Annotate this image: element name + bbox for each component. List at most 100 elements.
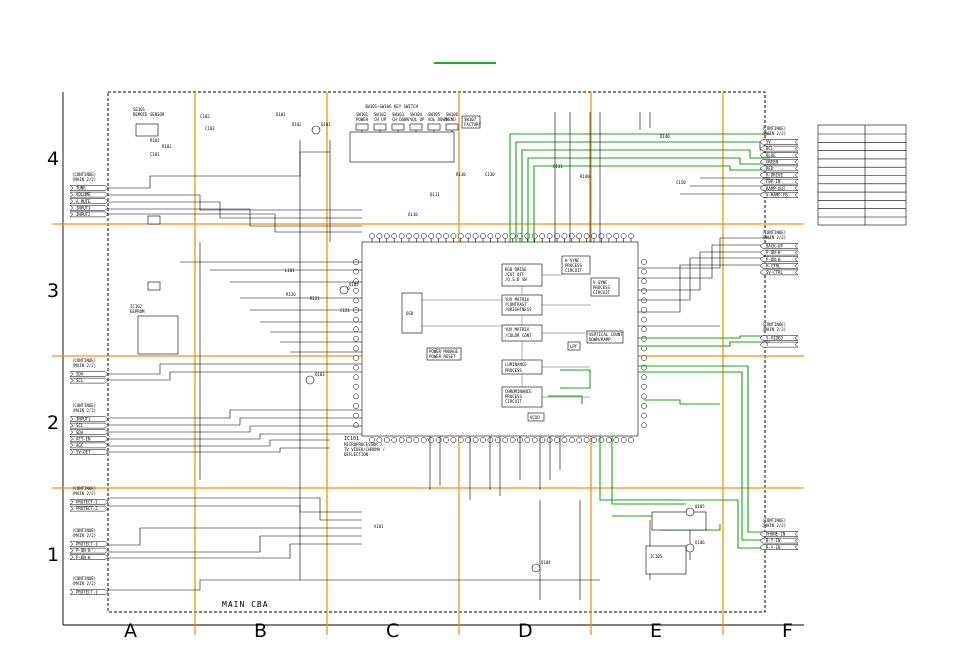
ic-pin-top bbox=[465, 233, 472, 239]
ic-pin-top bbox=[376, 233, 383, 239]
legend-table bbox=[817, 124, 907, 226]
component-label: C103 bbox=[205, 126, 215, 131]
switch-label: CH DOWN bbox=[392, 117, 409, 122]
connector-header: (MAIN 2/2) bbox=[72, 408, 96, 413]
connector-header: (MAIN 2/2) bbox=[72, 581, 96, 586]
ic-pin-top bbox=[413, 233, 420, 239]
switch-symbol bbox=[409, 123, 423, 131]
ic-pin-bottom bbox=[472, 437, 479, 443]
ic-pin-top bbox=[472, 233, 479, 239]
connector-header: (CONTINUE) bbox=[72, 576, 96, 581]
ic-pin-bottom bbox=[620, 437, 627, 443]
connector-header: (CONTINUE) bbox=[72, 172, 96, 177]
ic-pin-bottom bbox=[443, 437, 449, 443]
connector-pin-shape bbox=[759, 185, 799, 191]
col-label-d: D bbox=[518, 620, 533, 642]
ic-ref-3: IC105 bbox=[650, 554, 663, 559]
connector-pin-shape bbox=[69, 442, 109, 449]
connector-pin-label: H-CTRL bbox=[766, 263, 781, 268]
block-lum-1: LUMINANCE bbox=[505, 362, 527, 367]
connector-pin-label: GREEN bbox=[766, 159, 779, 164]
connector-pin-shape bbox=[759, 256, 799, 262]
ic-pin-right bbox=[641, 393, 647, 400]
component-label: D102 bbox=[292, 122, 302, 127]
connector-pin-shape bbox=[759, 243, 799, 249]
connector-pin-shape bbox=[759, 249, 799, 256]
ic-pin-bottom bbox=[369, 437, 375, 443]
ic-pin-bottom bbox=[391, 437, 398, 443]
connector-pin-shape bbox=[69, 449, 109, 455]
ic-pin-bottom bbox=[502, 437, 509, 443]
transistor-ref: Q102 bbox=[349, 282, 359, 287]
connector-header: (MAIN 2/2) bbox=[762, 131, 786, 136]
block-chroma-3: CIRCUIT bbox=[505, 399, 522, 404]
ic-pin-top bbox=[457, 233, 464, 239]
connector-pin-label: TUNE bbox=[76, 186, 86, 191]
switch-symbol bbox=[355, 123, 369, 131]
block-power-2: POWER RESET bbox=[429, 354, 456, 359]
connector-pin-shape bbox=[69, 191, 109, 198]
row-labels: 4 3 2 1 bbox=[47, 148, 59, 566]
col-label-a: A bbox=[124, 620, 137, 642]
connector-pin-shape bbox=[759, 145, 799, 152]
ic-pin-top bbox=[494, 233, 501, 239]
connector-pin-label: BCL bbox=[766, 146, 774, 151]
connector-pin-label: A MUTE bbox=[76, 199, 91, 204]
connector-pin-label: AGC bbox=[76, 443, 84, 448]
ic-pin-top bbox=[406, 233, 412, 239]
connector-pin-shape bbox=[69, 589, 109, 595]
ic-pin-top bbox=[391, 233, 398, 239]
ic-pin-left bbox=[353, 393, 359, 400]
components: IC102 EEPROM SE101 REMOTE SENSOR X101 IC… bbox=[130, 107, 707, 575]
ic-pin-bottom bbox=[398, 437, 405, 443]
ic-pin-top bbox=[598, 233, 605, 239]
ic-pin-bottom bbox=[435, 437, 442, 443]
block-chroma-1: CHROMINANCE bbox=[505, 389, 532, 394]
connector-pin-label: VOLUME bbox=[76, 192, 91, 197]
ic-name: MICROPROCESSOR / bbox=[344, 442, 383, 447]
component-label: R102 bbox=[162, 144, 172, 149]
connector-pin-label: PROTECT-1 bbox=[76, 542, 98, 547]
ic-blocks: RGB DRIVE /CUT OFF /O.S.D SW YUV MATRIX … bbox=[401, 255, 623, 422]
ic-pin-top bbox=[398, 233, 405, 239]
col-label-b: B bbox=[254, 620, 267, 642]
connector-pin-label: BACK-UP bbox=[766, 244, 783, 249]
connector-pin-shape bbox=[759, 263, 799, 269]
block-rgb-1: RGB DRIVE bbox=[505, 267, 527, 272]
eeprom-ref: IC102 bbox=[130, 304, 143, 309]
switch-symbol bbox=[391, 123, 405, 131]
ic-pin-bottom bbox=[420, 437, 427, 443]
connector-header: (CONTINUE) bbox=[762, 126, 786, 131]
connector-pin-shape bbox=[69, 429, 109, 435]
component-label: R121 bbox=[310, 296, 320, 301]
ic-pin-bottom bbox=[376, 437, 383, 443]
ic-pin-right bbox=[641, 287, 647, 294]
connector-pin-shape bbox=[759, 165, 799, 172]
transistor-symbol bbox=[339, 285, 349, 295]
block-hsync-3: CIRCUIT bbox=[565, 268, 582, 273]
ic-pin-right bbox=[641, 268, 647, 275]
connector-header: (CONTINUE) bbox=[762, 230, 786, 235]
connector-header: (MAIN 2/2) bbox=[762, 235, 786, 240]
ic-pin-bottom bbox=[576, 437, 583, 443]
block-vcxo: VCXO bbox=[530, 415, 540, 420]
ic-pin-bottom bbox=[383, 437, 390, 443]
connector-pin-label: P-ON-H bbox=[76, 548, 91, 553]
connector-header: (MAIN 2/2) bbox=[72, 533, 96, 538]
component-label: C121 bbox=[340, 308, 350, 313]
connector-pin-shape bbox=[69, 499, 109, 505]
ic-pin-bottom bbox=[583, 437, 590, 443]
ic-pin-right bbox=[641, 355, 647, 361]
block-lum-2: PROCESS bbox=[505, 368, 522, 373]
connector-pin-label: SCL bbox=[76, 378, 84, 383]
connector-pin-shape bbox=[759, 178, 799, 185]
transistor-ref: Q104 bbox=[541, 560, 551, 565]
column-labels: A B C D E F bbox=[124, 620, 793, 642]
ic-pin-bottom bbox=[628, 437, 634, 443]
ic-pin-bottom bbox=[539, 437, 546, 443]
ic-pin-right bbox=[641, 326, 647, 333]
sensor-label: REMOTE SENSOR bbox=[133, 112, 165, 117]
ic-pin-top bbox=[554, 233, 560, 239]
ic-pin-bottom bbox=[494, 437, 501, 443]
